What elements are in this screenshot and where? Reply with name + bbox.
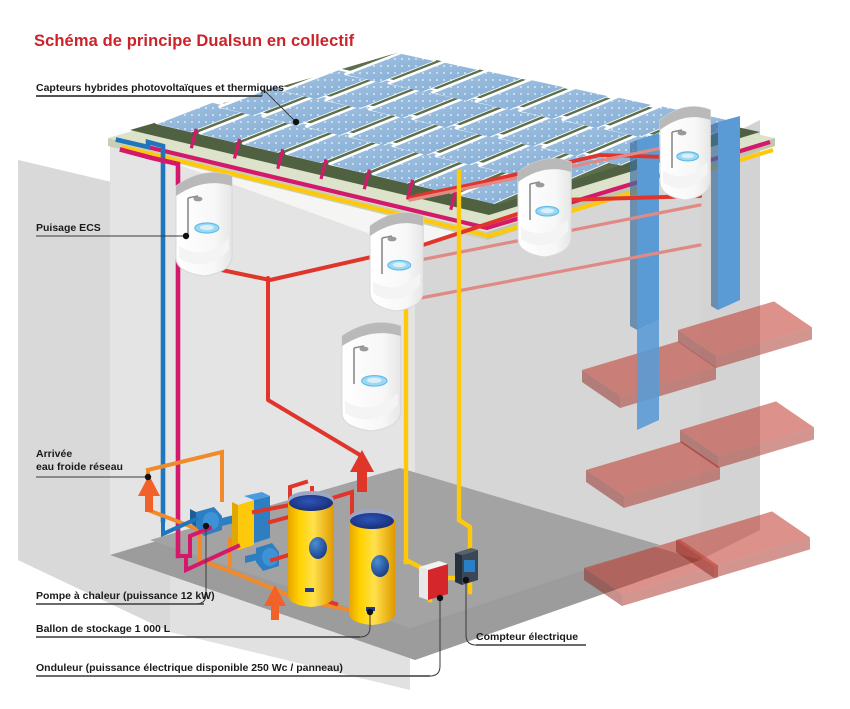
label-puisage-ecs: Puisage ECS [36, 222, 101, 234]
riser-1 [630, 133, 659, 330]
shower-cubicle [341, 322, 402, 432]
label-onduleur: Onduleur (puissance électrique disponibl… [36, 662, 343, 674]
panel-connection-stubs [189, 128, 458, 211]
hot-water-distribution-slabs [582, 301, 814, 606]
label-arrivee-eau-froide: Arrivée eau froide réseau [36, 448, 123, 473]
plant-room [161, 479, 478, 625]
shower-cubicle [175, 172, 233, 277]
heat-pump-unit [190, 492, 279, 571]
vertical-risers [630, 116, 740, 430]
label-capteurs-hybrides: Capteurs hybrides photovoltaïques et the… [36, 82, 284, 94]
label-underlines [36, 95, 586, 677]
flow-arrow-up [350, 450, 374, 492]
label-pompe-a-chaleur: Pompe à chaleur (puissance 12 kW) [36, 590, 215, 602]
storage-tank-2 [349, 509, 395, 625]
shower-cubicle [517, 158, 572, 258]
shower-cubicles [175, 106, 711, 432]
solar-loop-mains [115, 137, 181, 559]
label-ballon-stockage: Ballon de stockage 1 000 L [36, 623, 171, 635]
electric-meter-box [455, 548, 478, 585]
shower-cubicle [659, 106, 711, 201]
riser-3 [637, 320, 659, 430]
inverter-box [419, 561, 448, 600]
riser-2 [711, 116, 740, 310]
page-title: Schéma de principe Dualsun en collectif [34, 32, 355, 50]
shower-cubicle [369, 212, 424, 312]
storage-tank-1 [288, 491, 334, 607]
label-compteur-electrique: Compteur électrique [476, 631, 579, 643]
pv-panel-array [155, 51, 741, 204]
